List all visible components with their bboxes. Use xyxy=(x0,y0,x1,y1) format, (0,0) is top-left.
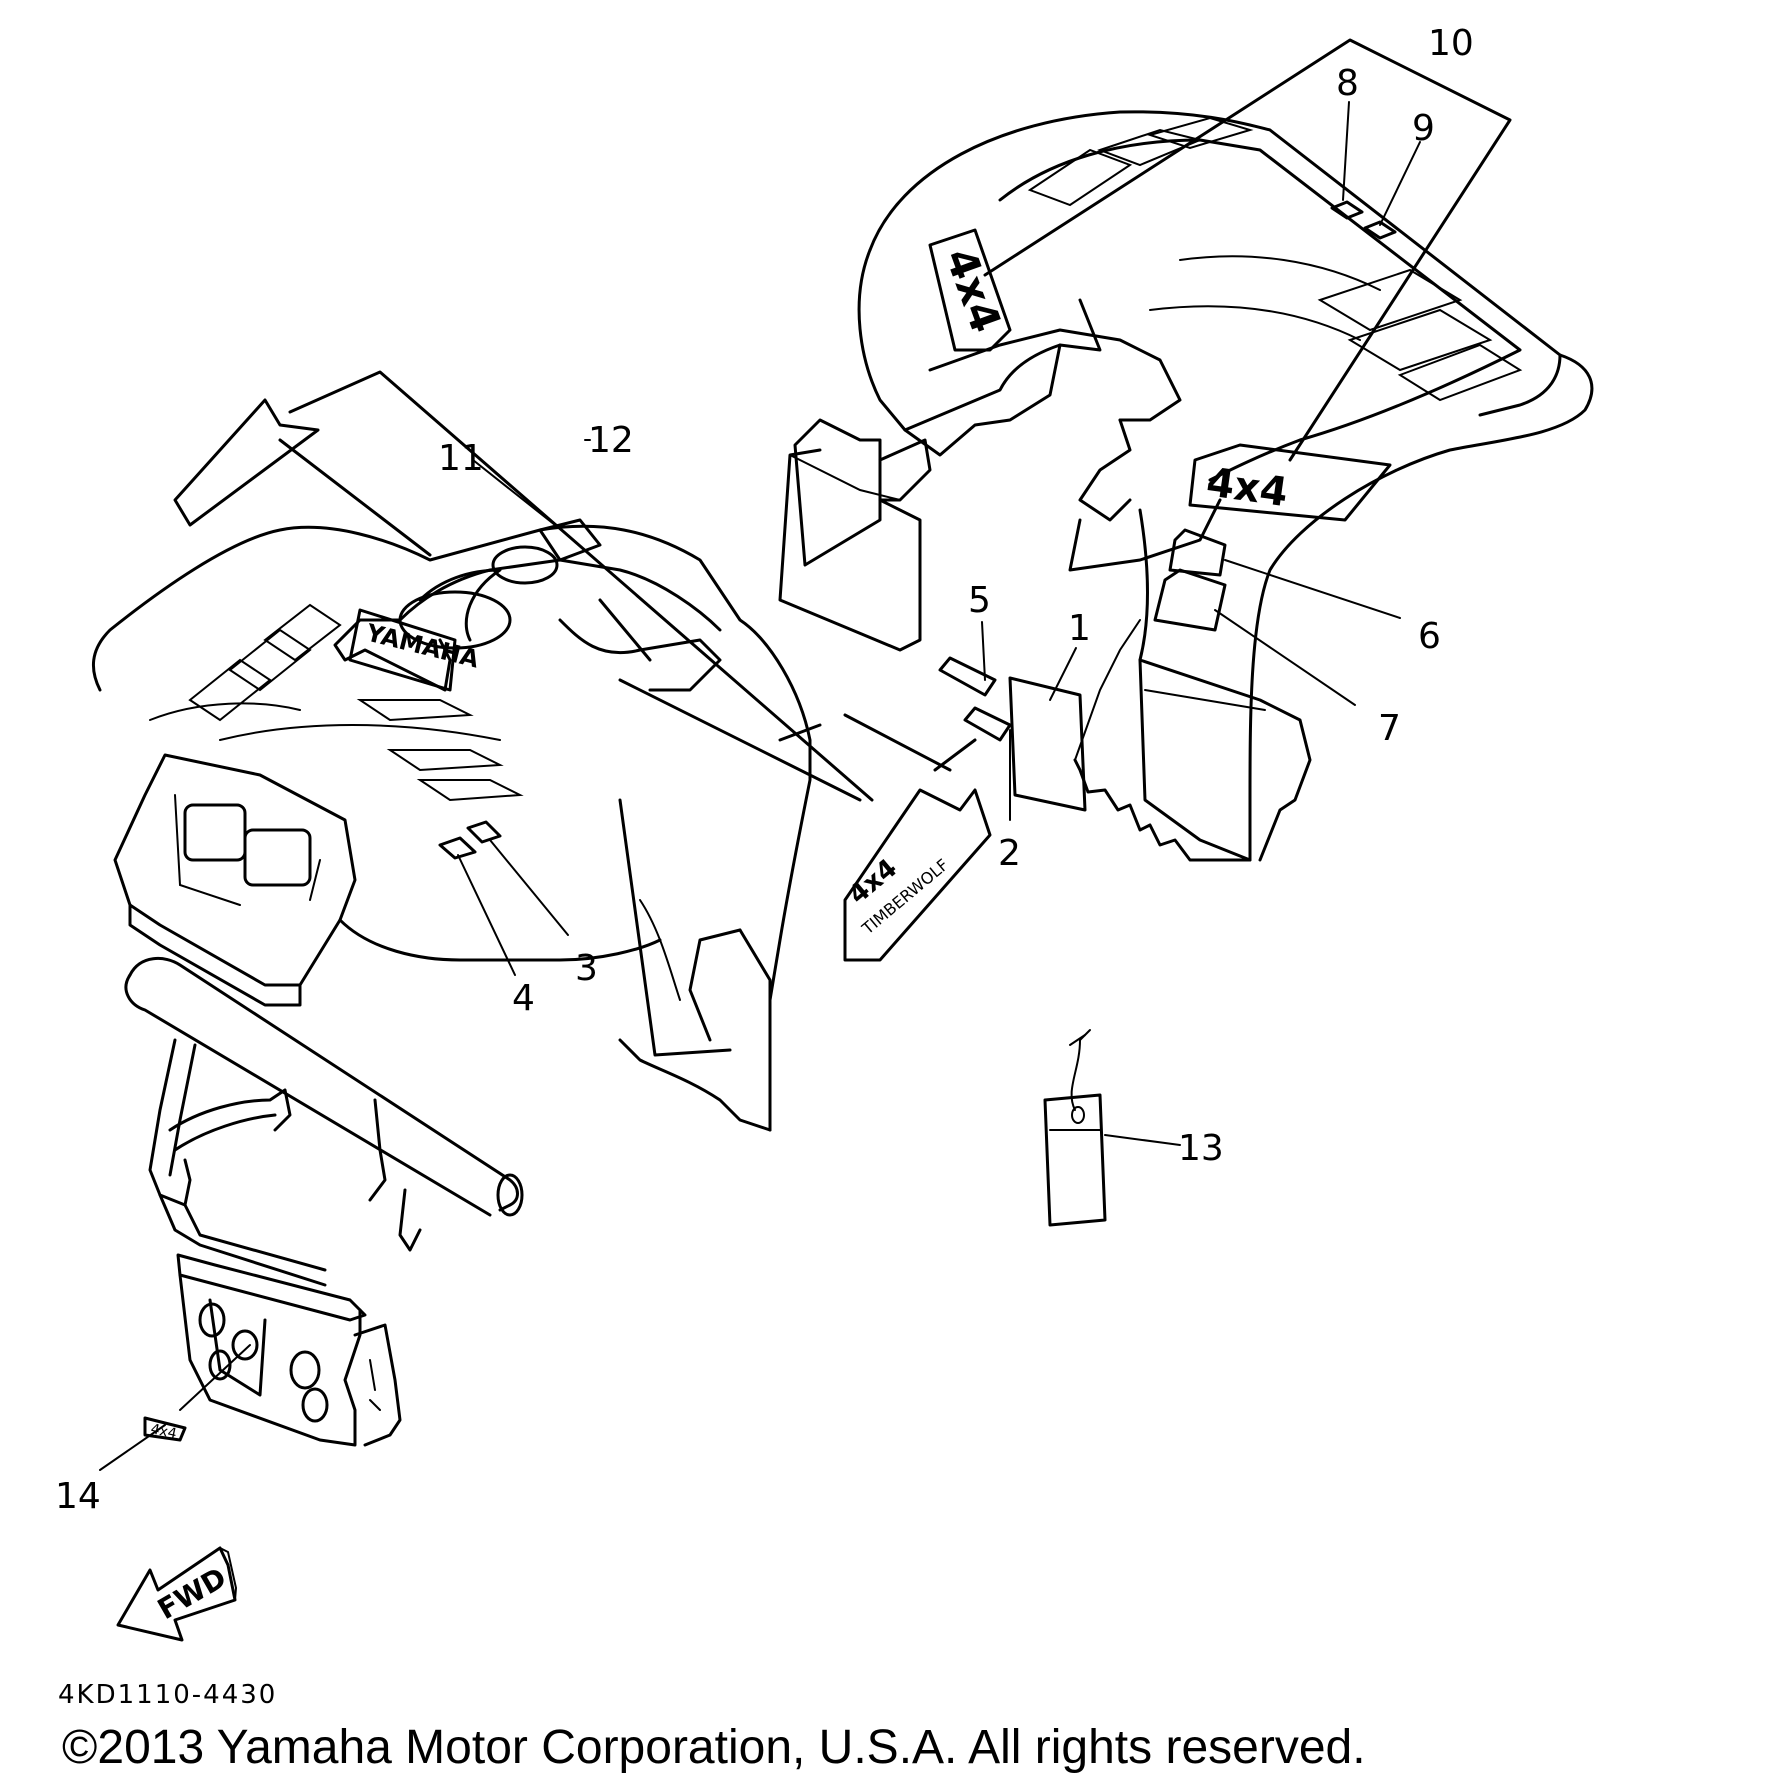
rear-top-decal-text: 4x4 xyxy=(1204,459,1291,516)
rear-top-decal-shape xyxy=(1188,443,1392,522)
rear-side-decal-shape xyxy=(928,228,1012,352)
hang-tag xyxy=(1043,1029,1107,1227)
callout-12: 12 xyxy=(588,420,634,461)
callout-1: 1 xyxy=(1068,608,1091,649)
label-1-shape xyxy=(1008,676,1087,812)
callout-5: 5 xyxy=(968,580,991,621)
front-fender: YAMAHA xyxy=(91,518,812,1132)
callout-14: 14 xyxy=(55,1476,101,1517)
rear-fender: 4x4 4x4 xyxy=(778,110,1594,862)
callout-11: 11 xyxy=(438,438,484,479)
label-3-shape xyxy=(466,820,502,844)
callout-10: 10 xyxy=(1428,23,1474,64)
callout-3: 3 xyxy=(575,948,598,989)
callout-7: 7 xyxy=(1378,708,1401,749)
label-5-shape xyxy=(938,656,997,697)
label-9-shape xyxy=(1363,220,1397,240)
side-model-decal: 4x4 TIMBERWOLF xyxy=(843,788,992,962)
guard-badge-text: 4x4 xyxy=(149,1421,178,1442)
callout-13: 13 xyxy=(1178,1128,1224,1169)
callout-numbers: 1 2 3 4 5 6 7 8 9 10 11 12 13 14 xyxy=(55,23,1474,1517)
guard-badge-shape xyxy=(143,1416,187,1442)
copyright-notice: ©2013 Yamaha Motor Corporation, U.S.A. A… xyxy=(62,1721,1366,1774)
callout-4: 4 xyxy=(512,978,535,1019)
label-2-shape xyxy=(963,706,1012,742)
callout-6: 6 xyxy=(1418,616,1441,657)
label-11-shape xyxy=(538,518,602,562)
label-4-shape xyxy=(438,836,477,860)
callout-8: 8 xyxy=(1336,63,1359,104)
yamaha-emblem-text: YAMAHA xyxy=(363,618,483,673)
part-code: 4KD1110-4430 xyxy=(58,1680,278,1710)
label-6-shape xyxy=(1168,528,1227,577)
yamaha-emblem-shape xyxy=(348,608,457,692)
leader-lines xyxy=(99,38,1512,1471)
callout-2: 2 xyxy=(998,833,1021,874)
callout-9: 9 xyxy=(1412,108,1435,149)
front-guard: 4x4 xyxy=(124,956,524,1447)
front-decal-loose xyxy=(173,398,320,527)
label-8-shape xyxy=(1330,200,1364,220)
rear-side-decal-text: 4x4 xyxy=(936,242,1011,339)
fwd-arrow-label: FWD xyxy=(152,1561,232,1626)
label-7-shape xyxy=(1153,568,1227,632)
fwd-arrow: FWD xyxy=(116,1546,238,1642)
